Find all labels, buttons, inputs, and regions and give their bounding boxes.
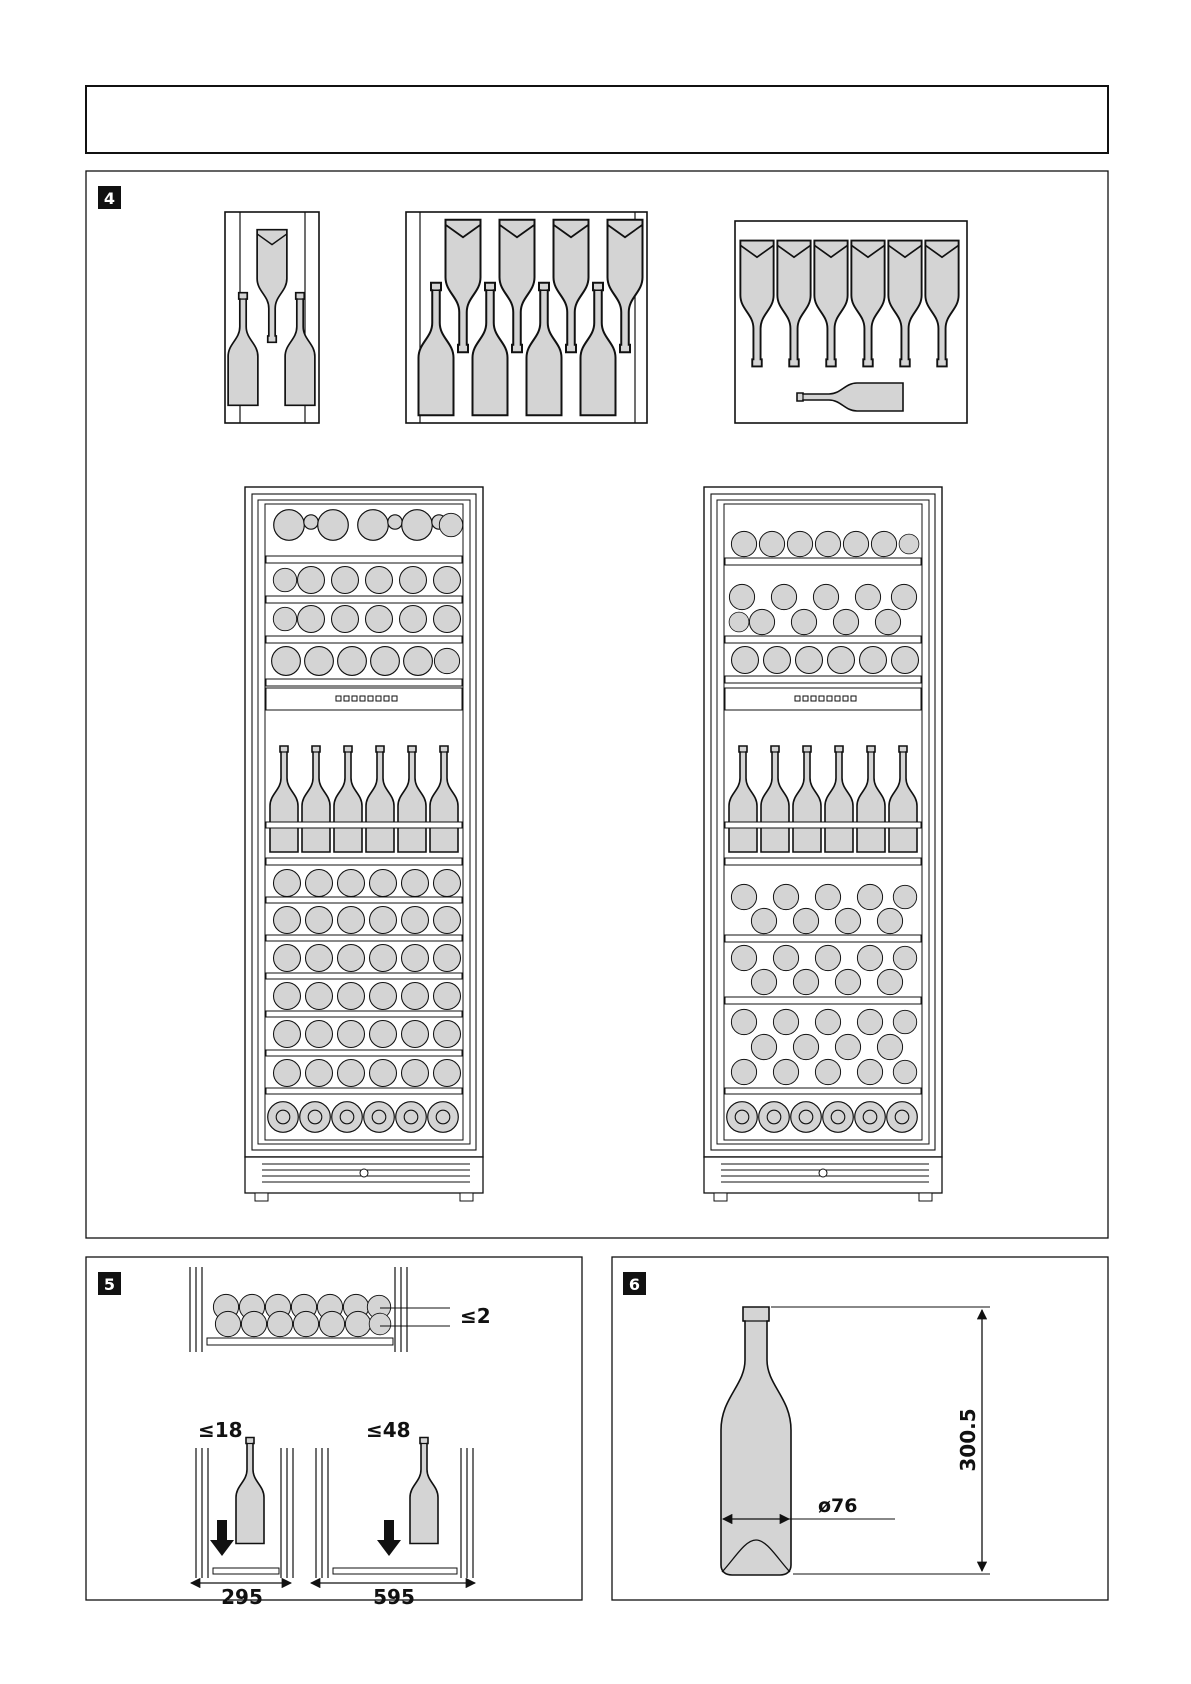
large-clearance-label: ≤48 [366, 1418, 411, 1442]
rack-detail-wide [406, 212, 647, 423]
stacked-shelf-detail: ≤2 [190, 1267, 491, 1352]
panel-6-badge-number: 6 [629, 1275, 640, 1294]
panel-5-badge-number: 5 [104, 1275, 115, 1294]
header-box [86, 86, 1108, 153]
diameter-label: ø76 [818, 1495, 858, 1517]
fridge-left [245, 487, 483, 1201]
height-label: 300.5 [956, 1408, 980, 1471]
gap-label: ≤2 [460, 1304, 491, 1328]
large-clearance-detail: ≤48 595 [311, 1418, 475, 1609]
rack-detail-narrow [225, 212, 319, 423]
fridge-right [704, 487, 942, 1201]
large-width-label: 595 [373, 1585, 415, 1609]
panel-6: 6 300.5 ø76 [612, 1257, 1108, 1600]
panel-4: 4 [86, 171, 1108, 1238]
small-clearance-label: ≤18 [198, 1418, 243, 1442]
small-clearance-detail: ≤18 295 [191, 1418, 293, 1609]
small-width-label: 295 [221, 1585, 263, 1609]
panel-4-badge-number: 4 [104, 189, 115, 208]
bottle-dimension-drawing: 300.5 ø76 [721, 1307, 990, 1575]
rack-detail-hanging [735, 221, 967, 423]
panel-5: 5 ≤2 [86, 1257, 582, 1609]
